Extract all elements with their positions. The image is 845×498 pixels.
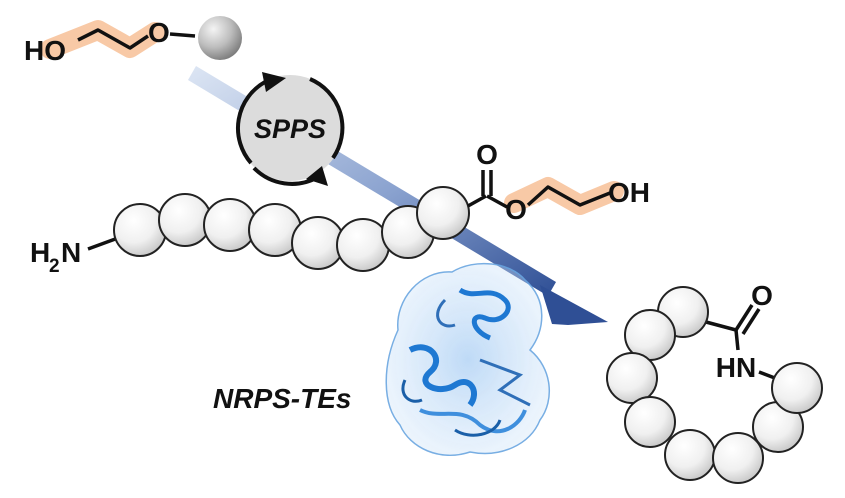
protein-helix (408, 344, 477, 407)
amine-subscript: 2 (49, 256, 60, 277)
amide-bond-b (734, 329, 740, 351)
protein-strand (479, 358, 531, 407)
cycle-arc-left (236, 80, 266, 165)
amide-co-2 (741, 308, 761, 335)
hydroxyl-label-top: HO (24, 35, 66, 66)
peptide-bead (203, 198, 257, 252)
amine-h-label: H (30, 237, 50, 268)
amide-bond-a (705, 320, 737, 332)
te-protein (385, 262, 551, 456)
resin-bond (169, 32, 196, 38)
cyclic-bead (606, 352, 658, 404)
ester-bond-a (486, 194, 508, 209)
resin-linker: HO O (24, 16, 242, 66)
cyclic-bead (664, 429, 716, 481)
amide-co-1 (734, 304, 754, 331)
peptide-bead (416, 186, 470, 240)
cycle-arrowhead-top (262, 72, 286, 92)
carbonyl-o-label: O (476, 139, 498, 170)
protein-loop (436, 298, 456, 328)
amine-bond (87, 236, 119, 251)
amide-hn-label: HN (716, 352, 756, 383)
enzyme-label: NRPS-TEs (213, 383, 351, 414)
peptide-bead (113, 203, 167, 257)
cycle-arrowhead-bottom (306, 166, 328, 186)
ether-o-label: O (148, 17, 170, 48)
amide-o-label: O (751, 280, 773, 311)
ester-o-label: O (505, 194, 527, 225)
arrow-head (540, 285, 608, 325)
protein-helix (458, 287, 511, 341)
spps-cycle: SPPS (236, 72, 345, 186)
spps-label: SPPS (254, 114, 326, 144)
amine-n-label: N (61, 237, 81, 268)
cyclic-bead (712, 432, 764, 484)
cycle-fill (237, 75, 343, 181)
linear-peptide: H 2 N O O OH (30, 139, 650, 277)
carbonyl-bond (467, 194, 487, 208)
resin-bead (198, 16, 242, 60)
cyclic-bead (771, 362, 823, 414)
ester-chain (526, 185, 611, 207)
cyclic-peptide: O HN (606, 280, 823, 484)
cycle-arc-right (309, 77, 345, 160)
peptide-bead (336, 218, 390, 272)
protein-loop (419, 408, 527, 434)
cyclic-bead (624, 396, 676, 448)
linker-bonds (77, 28, 149, 50)
peptide-bead (158, 193, 212, 247)
protein-loop (401, 379, 502, 437)
hydroxyl-label-right: OH (608, 177, 650, 208)
